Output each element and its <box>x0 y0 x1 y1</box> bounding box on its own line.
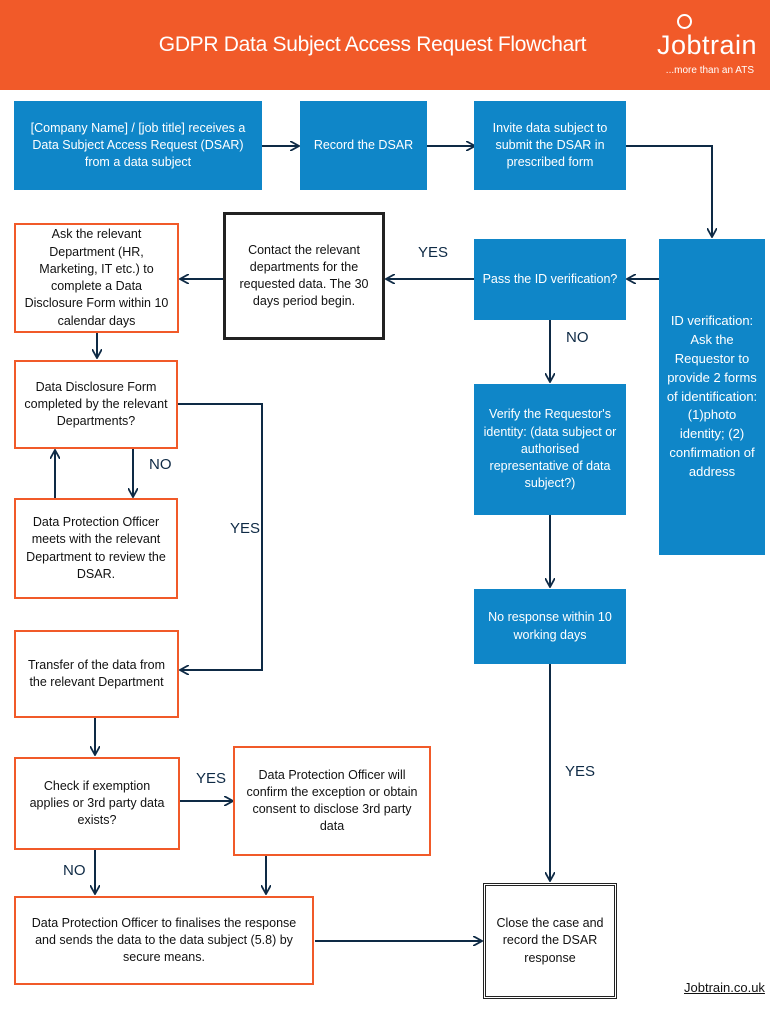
label-no-form: NO <box>149 456 172 473</box>
node-id-verification: ID verification: Ask the Requestor to pr… <box>659 239 765 555</box>
node-check-exemption: Check if exemption applies or 3rd party … <box>14 757 180 850</box>
node-no-response: No response within 10 working days <box>474 589 626 664</box>
label-no-exemption: NO <box>63 862 86 879</box>
logo-ring-icon <box>677 14 692 29</box>
label-yes-form: YES <box>230 520 261 537</box>
page-title: GDPR Data Subject Access Request Flowcha… <box>158 33 587 56</box>
arrow-form-yes-to-transfer <box>178 403 263 670</box>
node-dpo-meets: Data Protection Officer meets with the r… <box>14 498 178 599</box>
logo-tagline: ...more than an ATS <box>665 65 754 76</box>
arrow-invite-to-id <box>626 145 712 236</box>
node-form-completed: Data Disclosure Form completed by the re… <box>14 360 178 449</box>
node-record-dsar: Record the DSAR <box>300 101 427 190</box>
node-transfer-data: Transfer of the data from the relevant D… <box>14 630 179 718</box>
label-yes-exemption: YES <box>196 770 227 787</box>
node-verify-identity: Verify the Requestor's identity: (data s… <box>474 384 626 515</box>
node-invite-subject: Invite data subject to submit the DSAR i… <box>474 101 626 190</box>
node-close-case: Close the case and record the DSAR respo… <box>483 883 617 999</box>
node-contact-departments: Contact the relevant departments for the… <box>223 212 385 340</box>
label-no-pass: NO <box>566 329 589 346</box>
node-ask-department: Ask the relevant Department (HR, Marketi… <box>14 223 179 333</box>
label-yes-close: YES <box>565 763 596 780</box>
node-dpo-finalise: Data Protection Officer to finalises the… <box>14 896 314 985</box>
node-dpo-confirm: Data Protection Officer will confirm the… <box>233 746 431 856</box>
footer-website-link[interactable]: Jobtrain.co.uk <box>684 980 765 995</box>
label-yes-pass: YES <box>418 244 449 261</box>
logo-wordmark: Jobtrain <box>656 30 758 60</box>
node-receive-dsar: [Company Name] / [job title] receives a … <box>14 101 262 190</box>
jobtrain-logo: Jobtrain ...more than an ATS <box>652 10 762 82</box>
node-pass-id-verification: Pass the ID verification? <box>474 239 626 320</box>
header-bar: GDPR Data Subject Access Request Flowcha… <box>0 0 770 90</box>
